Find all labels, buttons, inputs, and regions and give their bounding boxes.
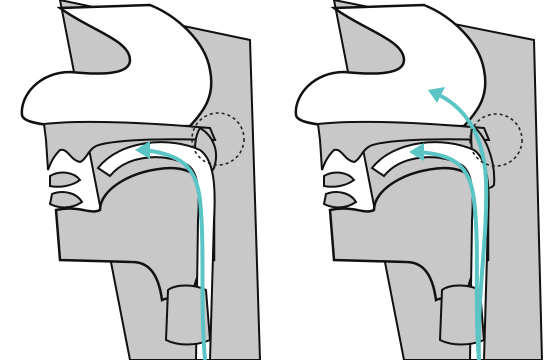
head-cross-section-left [0,0,274,360]
lips [324,173,356,208]
panel-left [0,0,274,360]
head-cross-section-right [274,0,548,360]
lips [50,173,82,208]
panel-right [274,0,548,360]
